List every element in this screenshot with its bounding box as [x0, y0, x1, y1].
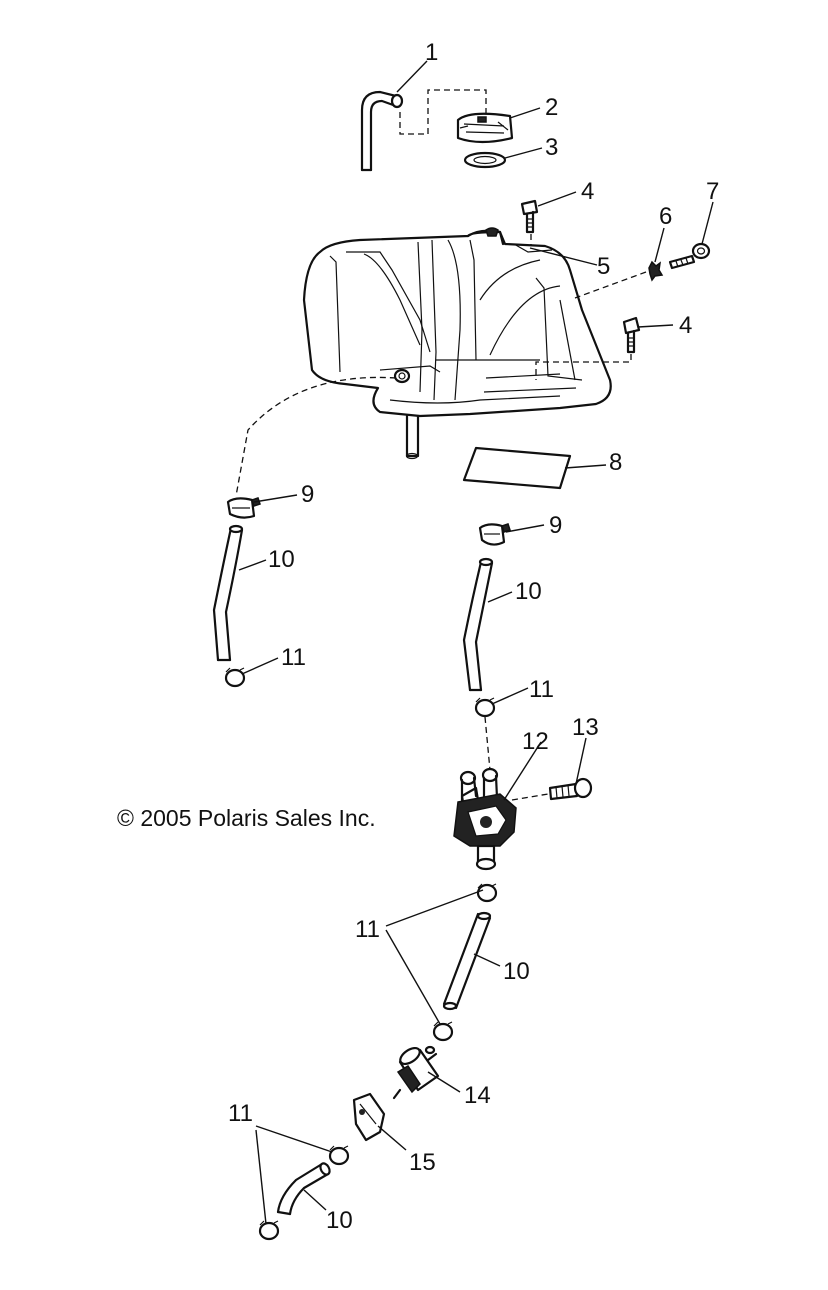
callout-9-left: 9 [301, 481, 314, 508]
eye-bolt-dashed-line [574, 271, 647, 299]
fuel-filter [392, 1045, 440, 1100]
decal [462, 446, 572, 490]
callout-10-left: 10 [268, 546, 295, 573]
callout-9-right: 9 [549, 512, 562, 539]
small-clamp-left [224, 667, 246, 688]
lower-bolt-dashed-line [535, 354, 632, 380]
callout-3: 3 [545, 134, 558, 161]
callout-12: 12 [522, 728, 549, 755]
callout-11-right: 11 [529, 676, 554, 703]
callout-4-lower: 4 [679, 312, 692, 339]
valve-screw [548, 777, 593, 801]
washer [648, 260, 664, 282]
fuel-cap [456, 112, 514, 144]
callout-13: 13 [572, 714, 599, 741]
fuel-hose-left [212, 524, 244, 662]
callout-1: 1 [425, 39, 438, 66]
fuel-valve [453, 767, 517, 871]
hose-clamp-left [226, 497, 261, 519]
tank-to-hose-dashed-line [235, 376, 397, 497]
filter-bracket [352, 1092, 386, 1142]
callout-10-right: 10 [515, 578, 542, 605]
fuel-tank [302, 227, 612, 460]
copyright-notice: © 2005 Polaris Sales Inc. [117, 805, 376, 831]
small-clamp-lower-mid [432, 1021, 454, 1042]
callout-11-bottom: 11 [228, 1100, 253, 1127]
callout-14: 14 [464, 1082, 491, 1109]
hose-to-cap-dashed-line [399, 89, 487, 135]
fuel-hose-mid [442, 911, 492, 1011]
callout-4-upper: 4 [581, 178, 594, 205]
callout-15: 15 [409, 1149, 436, 1176]
small-clamp-bottom-lower [258, 1220, 280, 1241]
vent-hose [360, 90, 404, 172]
callout-11-mid: 11 [355, 916, 380, 943]
valve-to-screw-dashed-line [511, 793, 549, 801]
callout-6: 6 [659, 203, 672, 230]
callout-7: 7 [706, 178, 719, 205]
leader-lines [238, 60, 714, 1225]
small-clamp-mid [476, 883, 498, 903]
fuel-hose-bottom [276, 1162, 331, 1216]
bolt-upper [520, 199, 539, 234]
small-clamp-bottom-upper [328, 1145, 350, 1166]
eye-bolt [668, 242, 711, 270]
hose-clamp-right [478, 523, 511, 546]
fuel-hose-right [462, 557, 494, 692]
callout-5: 5 [597, 253, 610, 280]
callout-2: 2 [545, 94, 558, 121]
clamp-to-valve-dashed-line [484, 716, 491, 771]
callout-11-left: 11 [281, 644, 306, 671]
callout-labels: 1 2 3 4 5 6 7 4 8 9 10 11 9 10 11 12 13 … [228, 39, 719, 1234]
callout-8: 8 [609, 449, 622, 476]
cap-gasket [463, 151, 507, 169]
small-clamp-right [474, 697, 496, 718]
bolt-lower [622, 316, 641, 354]
callout-10-bottom: 10 [326, 1207, 353, 1234]
callout-10-mid: 10 [503, 958, 530, 985]
